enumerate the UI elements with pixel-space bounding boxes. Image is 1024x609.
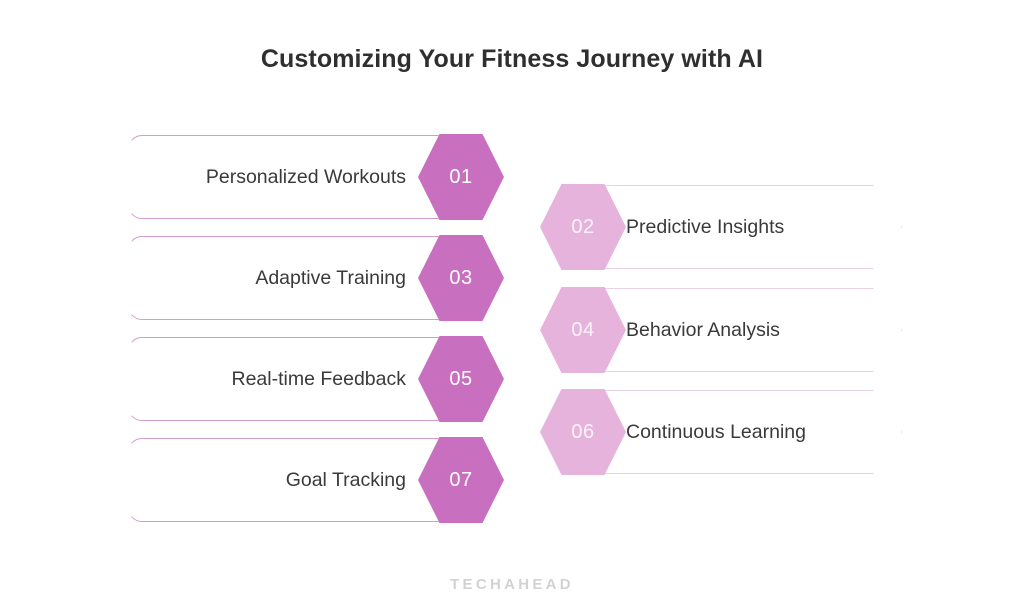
step-label: Personalized Workouts xyxy=(205,166,406,188)
step-row[interactable]: Real-time Feedback 05 xyxy=(128,336,504,422)
step-number-hexagon: 03 xyxy=(418,235,504,321)
step-label: Behavior Analysis xyxy=(626,319,780,341)
step-row[interactable]: Behavior Analysis 04 xyxy=(520,287,902,373)
step-number: 05 xyxy=(449,367,473,390)
step-label: Adaptive Training xyxy=(255,267,406,289)
step-number: 07 xyxy=(449,468,473,491)
step-label: Predictive Insights xyxy=(626,216,785,238)
step-banner-shape xyxy=(128,135,468,219)
step-number: 01 xyxy=(449,165,473,188)
step-number: 04 xyxy=(571,318,595,341)
step-row[interactable]: Adaptive Training 03 xyxy=(128,235,504,321)
footer-brand-logo: TECHAHEAD xyxy=(450,576,574,593)
step-row[interactable]: Goal Tracking 07 xyxy=(128,437,504,523)
step-label: Goal Tracking xyxy=(285,469,406,491)
step-label: Continuous Learning xyxy=(626,421,806,443)
step-number-hexagon: 01 xyxy=(418,134,504,220)
step-number: 03 xyxy=(449,266,473,289)
step-number: 02 xyxy=(571,215,595,238)
page-title: Customizing Your Fitness Journey with AI xyxy=(260,45,764,73)
step-row[interactable]: Predictive Insights 02 xyxy=(520,184,902,270)
step-number: 06 xyxy=(571,420,595,443)
step-label: Real-time Feedback xyxy=(231,368,407,390)
step-number-hexagon: 07 xyxy=(418,437,504,523)
step-row[interactable]: Continuous Learning 06 xyxy=(520,389,902,475)
step-row[interactable]: Personalized Workouts 01 xyxy=(128,134,504,220)
step-banner-shape xyxy=(128,337,468,421)
step-banner-shape xyxy=(128,438,468,522)
step-number-hexagon: 05 xyxy=(418,336,504,422)
